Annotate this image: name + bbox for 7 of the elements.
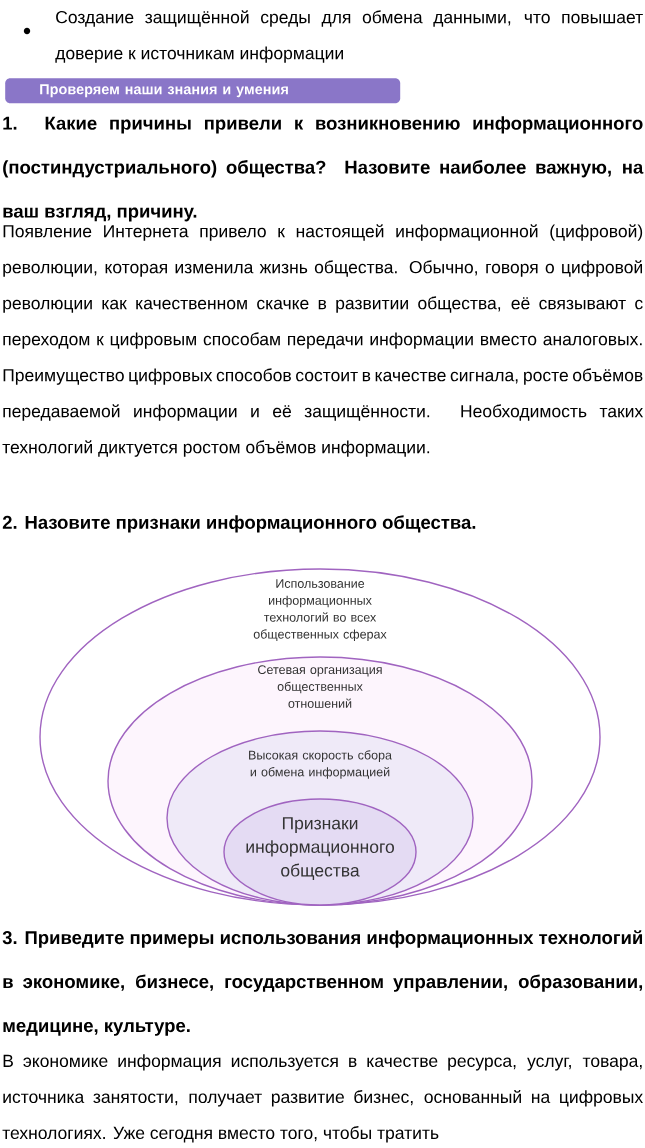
question-heading: 2. Назовите признаки информационного общества. [2,515,476,533]
question-heading: 1. Какие причины привели к возникновению информационного (постиндустриального) общества? Назовите наиболее важную, на ваш взгляд, причину. [3,116,644,222]
section-banner: Проверяем наши знания и умения [5,78,401,104]
answer-paragraph: В экономике информация используется в качестве ресурса, услуг, товара, источника занятости, получает развитие бизнес, основанный на цифровых технологиях. Уже сегодня вместо того, чтобы тратить [2,1054,643,1143]
answer-paragraph: Появление Интернета привело к настоящей информационной (цифровой) революции, которая изменила жизнь общества. Обычно, говоря о цифровой революции как качественном скачке в развитии общества, её связывают с переходом к цифровым способам передачи информации вместо аналоговых. Преимущество цифровых способов состоит в качестве сигнала, росте объёмов передаваемой информации и её защищённости. Необходимость таких технологий диктуется ростом объёмов информации. [2,224,644,457]
bullet-text: Создание защищённой среды для обмена данными, что повышает доверие к источникам информации [55,10,643,63]
question-heading: 3. Приведите примеры использования информационных технологий в экономике, бизнесе, государственном управлении, образовании, медицине, культуре. [2,930,643,1036]
